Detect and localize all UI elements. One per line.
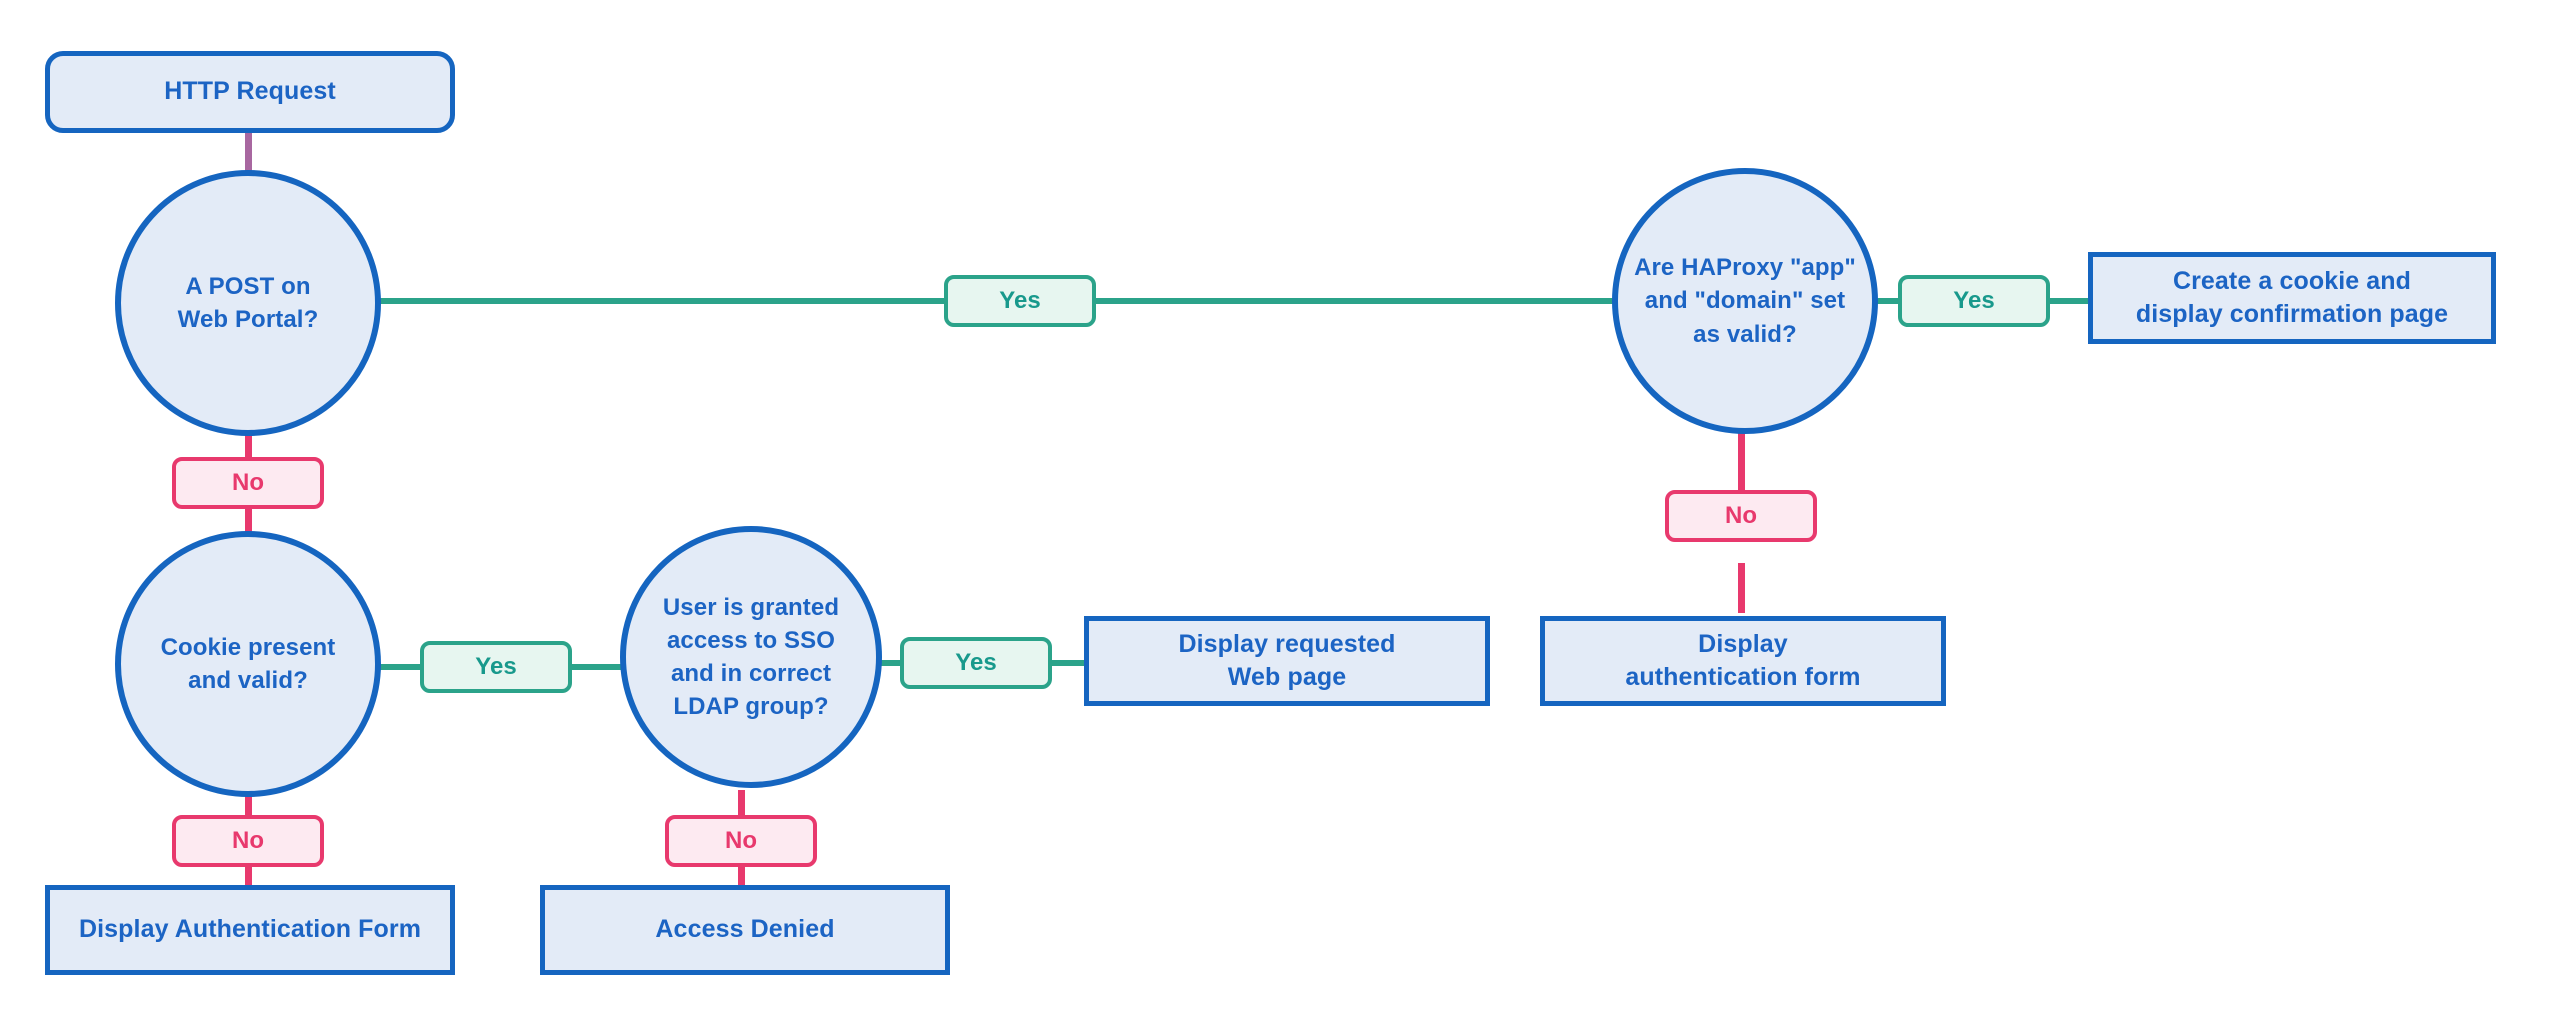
edge-cookie-yes-left <box>376 664 424 670</box>
edge-post-no-upper <box>245 432 252 462</box>
node-a-post-on-web-portal-label: A POST on Web Portal? <box>177 272 319 333</box>
edge-cookie-no-upper <box>245 790 252 821</box>
edge-http-request-to-post <box>245 133 252 183</box>
edge-label-post-yes[interactable]: Yes <box>944 275 1096 327</box>
edge-label-haproxy-yes-text: Yes <box>1953 287 1995 314</box>
edge-label-ldap-yes[interactable]: Yes <box>900 637 1052 689</box>
edge-label-ldap-no[interactable]: No <box>665 815 817 867</box>
edge-ldap-yes-left <box>876 660 904 666</box>
edge-label-post-no-text: No <box>232 469 264 496</box>
edge-ldap-no-upper <box>738 790 745 821</box>
node-access-denied-label: Access Denied <box>655 915 835 944</box>
node-display-authentication-form-capitalized-label: Display Authentication Form <box>78 915 422 944</box>
edge-post-yes-right <box>1096 298 1618 304</box>
edge-label-post-no[interactable]: No <box>172 457 324 509</box>
node-are-haproxy-app-and-domain-set-as-valid-label: Are HAProxy "app" and "domain" set as va… <box>1634 254 1856 348</box>
edge-label-cookie-no[interactable]: No <box>172 815 324 867</box>
node-are-haproxy-app-and-domain-set-as-valid[interactable]: Are HAProxy "app" and "domain" set as va… <box>1612 168 1878 434</box>
node-http-request[interactable]: HTTP Request <box>45 51 455 133</box>
node-display-requested-web-page[interactable]: Display requested Web page <box>1084 616 1490 706</box>
edge-label-ldap-yes-text: Yes <box>955 649 997 676</box>
node-display-authentication-form-label: Display authentication form <box>1625 629 1861 692</box>
node-a-post-on-web-portal[interactable]: A POST on Web Portal? <box>115 170 381 436</box>
node-access-denied[interactable]: Access Denied <box>540 885 950 975</box>
edge-cookie-no-lower <box>245 863 252 885</box>
edge-cookie-yes-right <box>570 664 622 670</box>
edge-ldap-no-lower <box>738 863 745 885</box>
node-cookie-present-and-valid[interactable]: Cookie present and valid? <box>115 531 381 797</box>
node-display-authentication-form-capitalized[interactable]: Display Authentication Form <box>45 885 455 975</box>
edge-haproxy-no-upper <box>1738 430 1745 492</box>
node-display-authentication-form[interactable]: Display authentication form <box>1540 616 1946 706</box>
edge-label-cookie-yes[interactable]: Yes <box>420 641 572 693</box>
edge-label-haproxy-yes[interactable]: Yes <box>1898 275 2050 327</box>
edge-label-ldap-no-text: No <box>725 827 757 854</box>
edge-post-no-lower <box>245 505 252 537</box>
node-display-requested-web-page-label: Display requested Web page <box>1178 629 1396 692</box>
edge-ldap-yes-right <box>1050 660 1084 666</box>
edge-haproxy-yes-right <box>2050 298 2092 304</box>
node-create-a-cookie-and-display-confirmation-page-label: Create a cookie and display confirmation… <box>2135 266 2449 329</box>
node-http-request-label: HTTP Request <box>164 77 336 106</box>
edge-label-cookie-yes-text: Yes <box>475 653 517 680</box>
node-user-is-granted-access-label: User is granted access to SSO and in cor… <box>662 593 840 721</box>
edge-label-post-yes-text: Yes <box>999 287 1041 314</box>
edge-label-cookie-no-text: No <box>232 827 264 854</box>
node-user-is-granted-access[interactable]: User is granted access to SSO and in cor… <box>620 526 882 788</box>
edge-label-haproxy-no-text: No <box>1725 502 1757 529</box>
edge-haproxy-no-lower <box>1738 563 1745 613</box>
edge-post-yes-left <box>376 298 948 304</box>
node-cookie-present-and-valid-label: Cookie present and valid? <box>160 633 336 694</box>
edge-label-haproxy-no[interactable]: No <box>1665 490 1817 542</box>
node-create-a-cookie-and-display-confirmation-page[interactable]: Create a cookie and display confirmation… <box>2088 252 2496 344</box>
